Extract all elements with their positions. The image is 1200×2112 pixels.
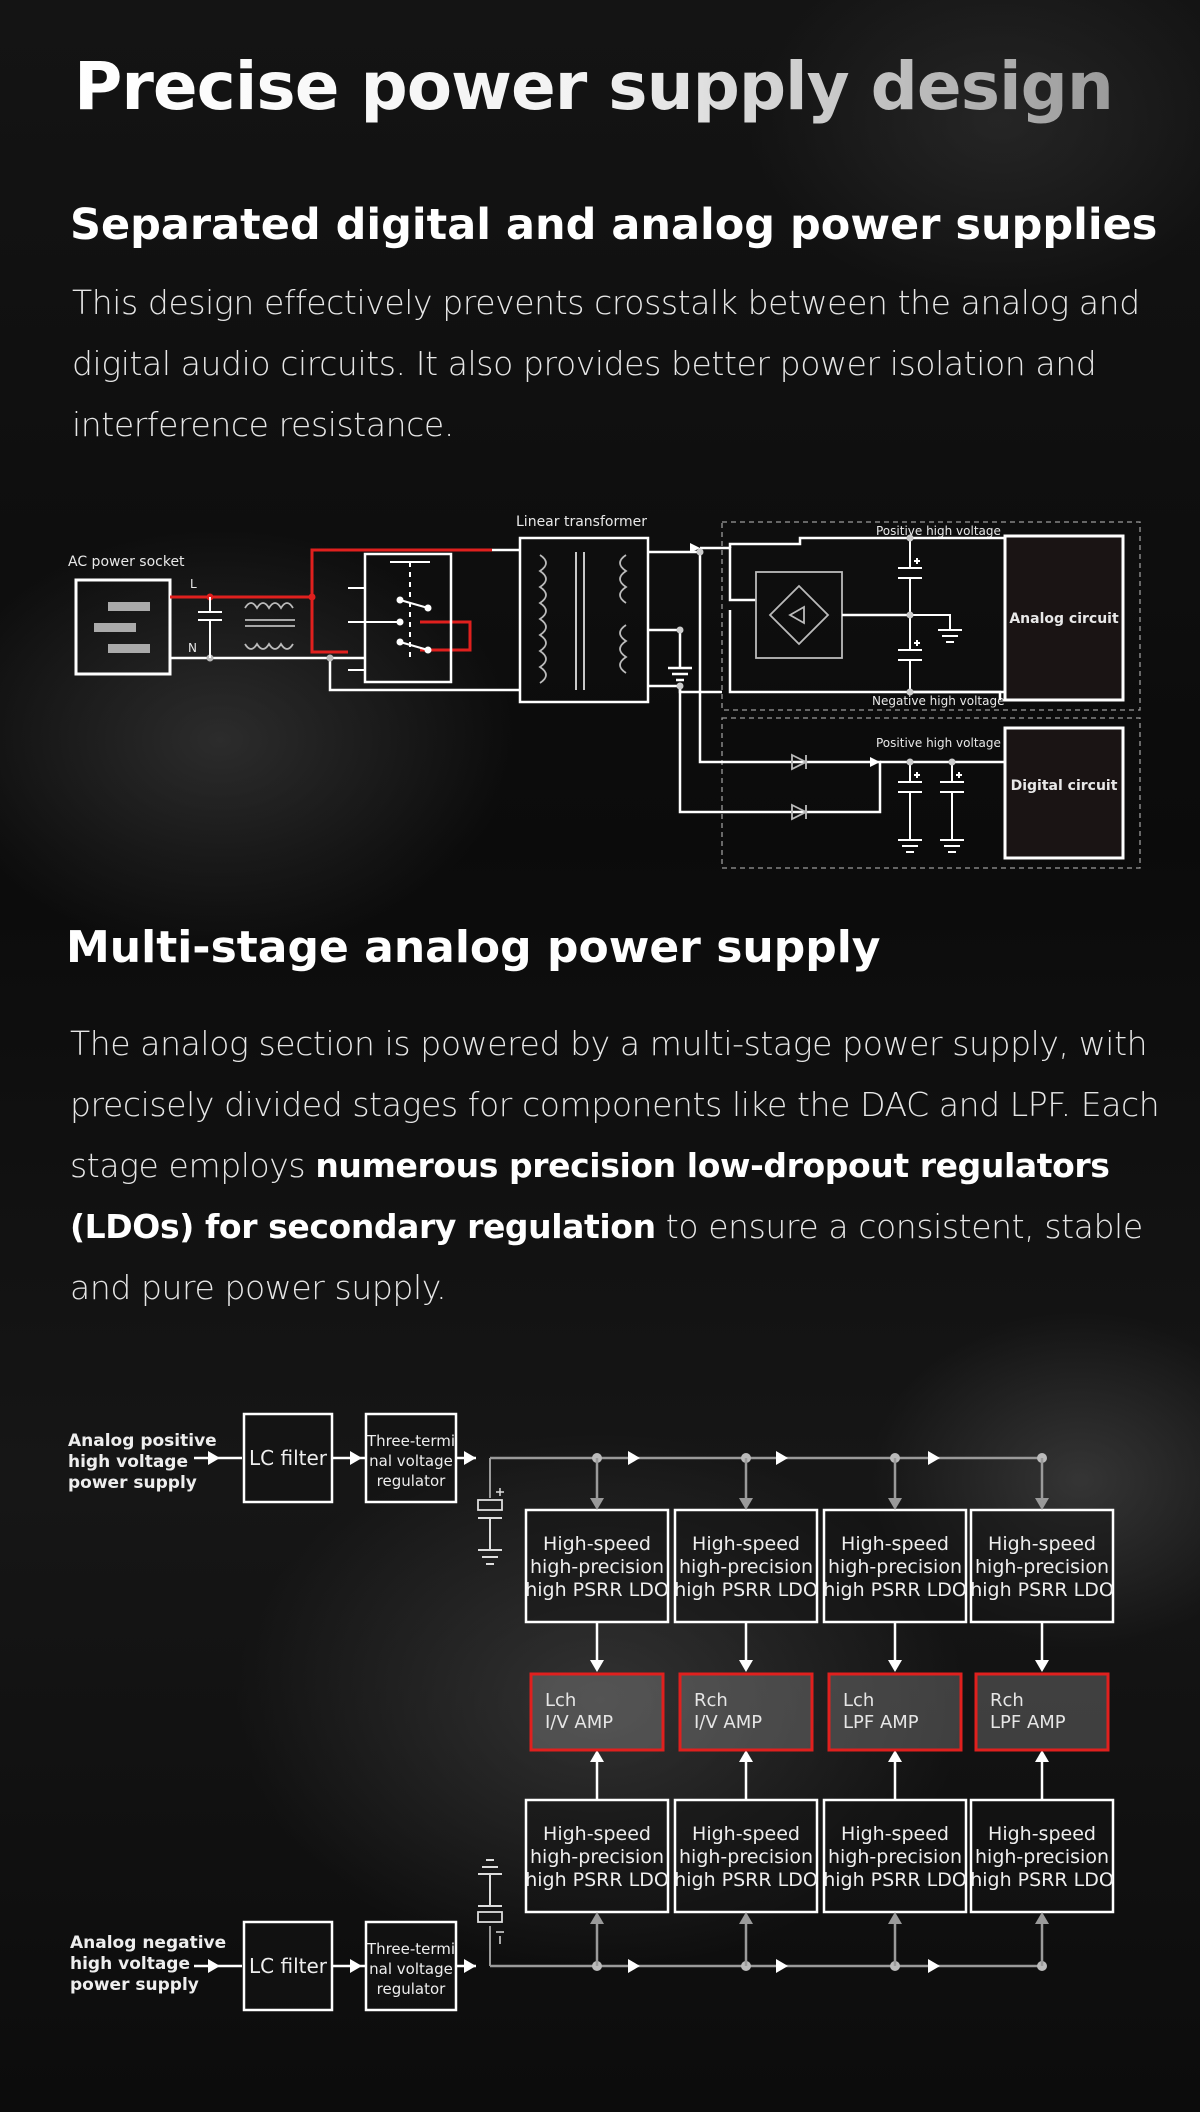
ac-socket-icon [74,578,172,676]
section-heading-multistage: Multi-stage analog power supply [66,922,881,973]
analog-circuit-label: Analog circuit [1009,611,1119,627]
ldo-box-top-2 [673,1508,819,1624]
page-title: Precise power supply design [74,48,1114,125]
power-supply-schematic: AC power socket L N Linear transformer P… [68,514,1141,869]
transformer-label: Linear transformer [516,514,647,530]
live-label: L [190,577,197,591]
body-emphasis: numerous precision low-dropout regulator… [70,1146,1110,1246]
section-body-separated-supplies: This design effectively prevents crossta… [72,283,1140,444]
amp-box-1 [529,1672,665,1752]
negative-hv-label: Negative high voltage [872,694,1004,708]
linear-transformer-icon [518,536,650,704]
regulator-box-bot [364,1920,458,2012]
analog-circuit-box [1003,534,1125,702]
ground-icon-bot [478,1859,502,1875]
ldo-box-top-4 [969,1508,1115,1624]
regulator-box-top [364,1412,458,1504]
lc-filter-label-bot: LC filter [249,1954,328,1978]
positive-hv-label-top: Positive high voltage [876,524,1001,538]
bridge-rectifier-icon [755,571,843,659]
section-heading-separated-supplies: Separated digital and analog power suppl… [70,200,1158,250]
neutral-label: N [188,641,197,655]
section-body-multistage: The analog section is powered by a multi… [70,1024,1160,1307]
ldo-box-top-1 [524,1508,670,1624]
amp-box-4 [974,1672,1110,1752]
common-mode-choke-icon [244,602,295,650]
digital-circuit-label: Digital circuit [1011,778,1118,794]
amp-box-3 [827,1672,963,1752]
voltage-selector-switch-icon [348,552,453,684]
ground-icon-top [478,1549,502,1565]
ldo-box-bot-1 [524,1798,670,1914]
positive-hv-label-bottom: Positive high voltage [876,736,1001,750]
ac-socket-label: AC power socket [68,554,185,570]
ldo-box-bot-4 [969,1798,1115,1914]
digital-diodes-icon [791,753,809,821]
ldo-box-top-3 [822,1508,968,1624]
capacitor-icon-bot [477,1911,503,1923]
digital-circuit-box [1003,726,1125,860]
amp-box-2 [678,1672,814,1752]
capacitor-icon-top [477,1499,503,1511]
digital-section-boundary [721,717,1141,869]
analog-section-boundary [721,521,1141,711]
lc-filter-label-top: LC filter [249,1446,328,1470]
